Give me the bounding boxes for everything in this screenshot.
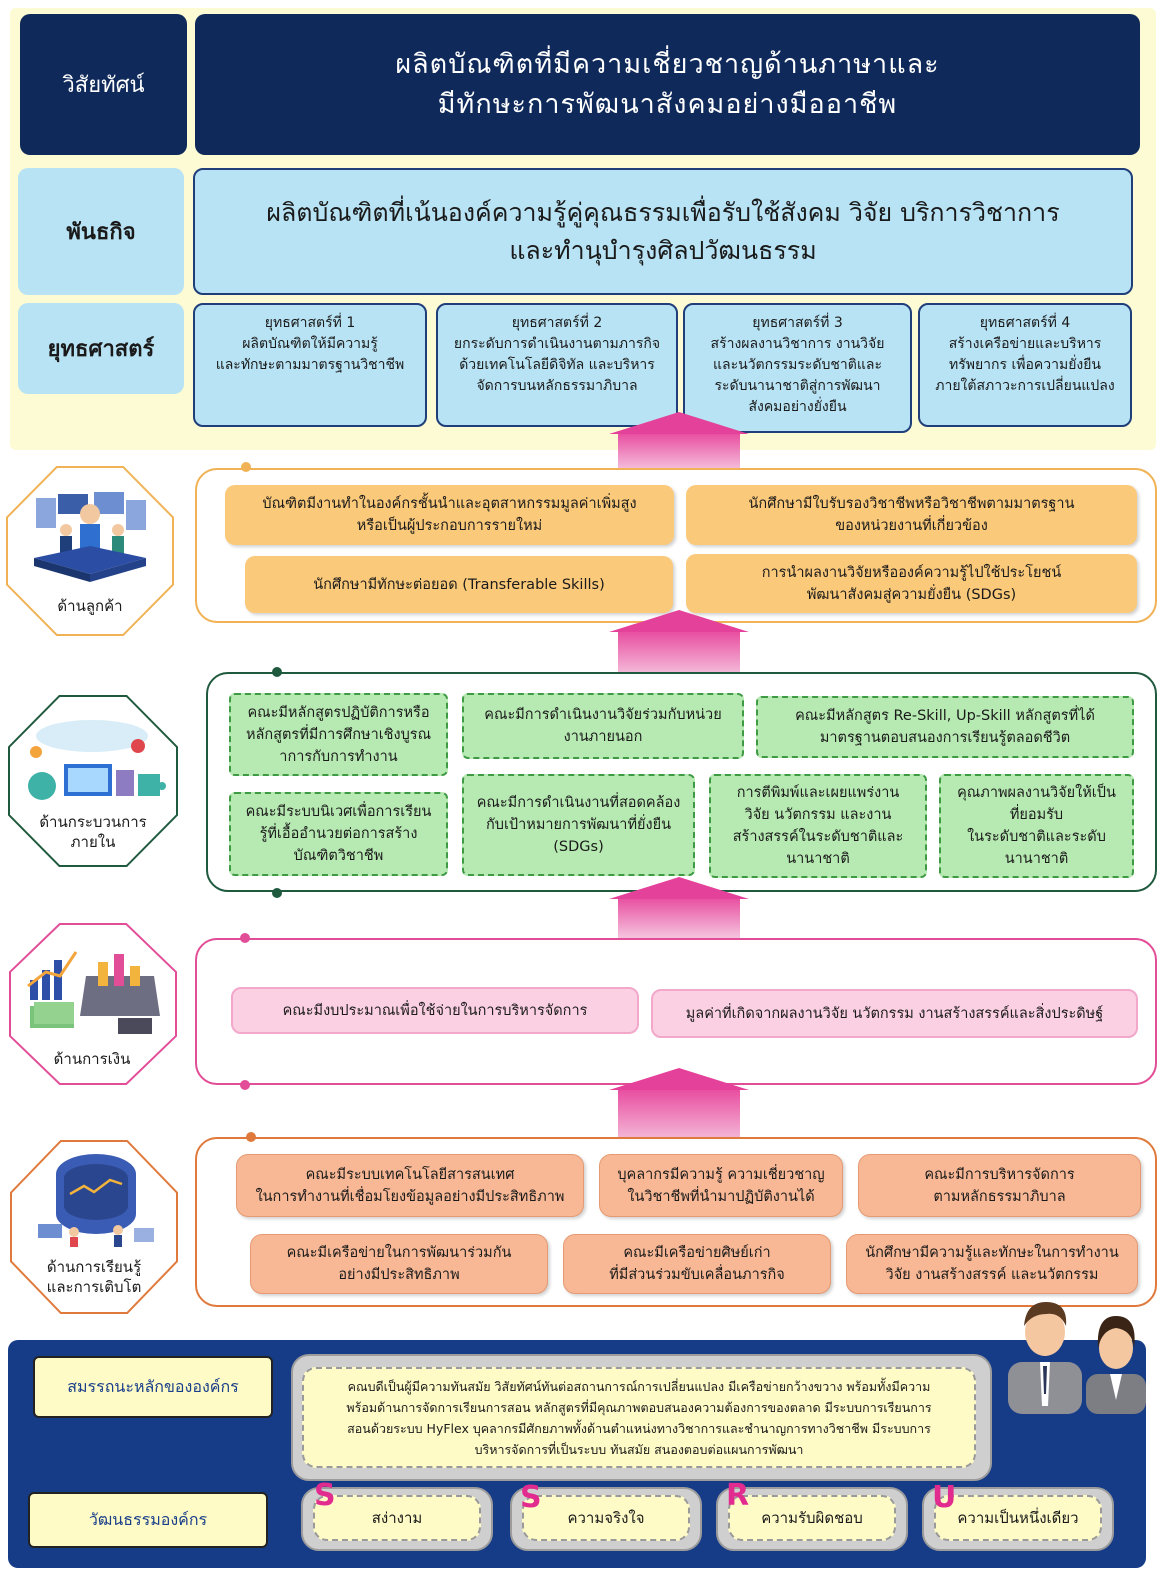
customer-label: ด้านลูกค้า	[57, 597, 123, 615]
culture-value-2-text: ความจริงใจ	[522, 1495, 690, 1541]
business-people-icon	[1008, 1302, 1146, 1414]
culture-value-2-letter: S	[520, 1480, 542, 1515]
customer-item-2: นักศึกษามีใบรับรองวิชาชีพหรือวิชาชีพตามม…	[686, 485, 1137, 545]
culture-value-1-text: สง่างาม	[313, 1495, 481, 1541]
process-item-1: คณะมีหลักสูตรปฏิบัติการหรือ หลักสูตรที่ม…	[229, 693, 448, 776]
culture-value-3-letter: R	[726, 1478, 750, 1513]
arrow-up-stem	[618, 631, 740, 677]
learning-item-6: นักศึกษามีความรู้และทักษะในการทำงาน วิจั…	[846, 1234, 1138, 1294]
learning-item-4: คณะมีเครือข่ายในการพัฒนาร่วมกัน อย่างมีป…	[250, 1234, 548, 1294]
competency-label: สมรรถนะหลักขององค์กร	[33, 1356, 273, 1418]
customer-illustration-icon	[34, 492, 146, 582]
process-item-2: คณะมีการดำเนินงานวิจัยร่วมกับหน่วย งานภา…	[462, 693, 744, 759]
finance-illustration-icon	[27, 951, 160, 1034]
strategy-2: ยุทธศาสตร์ที่ 2 ยกระดับการดำเนินงานตามภา…	[436, 303, 678, 427]
customer-item-4: การนำผลงานวิจัยหรือองค์ความรู้ไปใช้ประโย…	[686, 554, 1137, 613]
finance-item-1: คณะมีงบประมาณเพื่อใช้จ่ายในการบริหารจัดก…	[231, 987, 639, 1034]
process-item-6: การตีพิมพ์และเผยแพร่งาน วิจัย นวัตกรรม แ…	[709, 774, 927, 878]
strategy-4: ยุทธศาสตร์ที่ 4 สร้างเครือข่ายและบริหาร …	[918, 303, 1132, 427]
culture-value-3-text: ความรับผิดชอบ	[728, 1495, 896, 1541]
strategy-1: ยุทธศาสตร์ที่ 1 ผลิตบัณฑิตให้มีความรู้ แ…	[193, 303, 427, 427]
process-label: ด้านกระบวนการ ภายใน	[39, 813, 147, 851]
strategy-3: ยุทธศาสตร์ที่ 3 สร้างผลงานวิชาการ งานวิจ…	[683, 303, 912, 433]
arrow-up-icon	[609, 412, 749, 434]
process-item-3: คณะมีหลักสูตร Re-Skill, Up-Skill หลักสูต…	[756, 696, 1134, 758]
vision-label: วิสัยทัศน์	[20, 14, 187, 155]
arrow-up-stem	[618, 897, 740, 938]
customer-item-1: บัณฑิตมีงานทำในองค์กรชั้นนำและอุตสาหกรรม…	[225, 485, 674, 545]
mission-label: พันธกิจ	[18, 168, 184, 295]
competency-text: คณบดีเป็นผู้มีความทันสมัย วิสัยทัศน์ทันต…	[302, 1367, 976, 1468]
learning-illustration-icon	[38, 1154, 154, 1247]
learning-item-2: บุคลากรมีความรู้ ความเชี่ยวชาญ ในวิชาชีพ…	[599, 1154, 843, 1217]
vision-text: ผลิตบัณฑิตที่มีความเชี่ยวชาญด้านภาษาและ …	[195, 14, 1140, 155]
process-item-5: คณะมีการดำเนินงานที่สอดคล้อง กับเป้าหมาย…	[462, 774, 695, 876]
customer-item-3: นักศึกษามีทักษะต่อยอด (Transferable Skil…	[245, 556, 673, 613]
learning-item-1: คณะมีระบบเทคโนโลยีสารสนเทศ ในการทำงานที่…	[236, 1154, 584, 1217]
learning-item-3: คณะมีการบริหารจัดการ ตามหลักธรรมาภิบาล	[858, 1154, 1141, 1217]
culture-value-4-letter: U	[932, 1480, 957, 1515]
process-item-7: คุณภาพผลงานวิจัยให้เป็น ที่ยอมรับ ในระดั…	[939, 774, 1134, 878]
arrow-up-stem	[618, 433, 740, 471]
learning-item-5: คณะมีเครือข่ายศิษย์เก่า ที่มีส่วนร่วมขับ…	[563, 1234, 831, 1294]
finance-item-2: มูลค่าที่เกิดจากผลงานวิจัย นวัตกรรม งานส…	[651, 989, 1138, 1038]
mission-text: ผลิตบัณฑิตที่เน้นองค์ความรู้คู่คุณธรรมเพ…	[193, 168, 1133, 295]
culture-label: วัฒนธรรมองค์กร	[28, 1492, 268, 1548]
finance-label: ด้านการเงิน	[53, 1050, 131, 1068]
arrow-up-icon	[609, 877, 749, 899]
arrow-up-icon	[609, 610, 749, 632]
arrow-up-stem	[618, 1089, 740, 1145]
arrow-up-icon	[609, 1068, 749, 1090]
culture-value-4-text: ความเป็นหนึ่งเดียว	[934, 1495, 1102, 1541]
process-item-4: คณะมีระบบนิเวศเพื่อการเรียน รู้ที่เอื้ออ…	[229, 792, 448, 876]
culture-value-1-letter: S	[314, 1478, 336, 1513]
learning-label: ด้านการเรียนรู้ และการเติบโต	[46, 1258, 142, 1296]
strategy-label: ยุทธศาสตร์	[18, 303, 184, 394]
process-illustration-icon	[28, 720, 166, 800]
